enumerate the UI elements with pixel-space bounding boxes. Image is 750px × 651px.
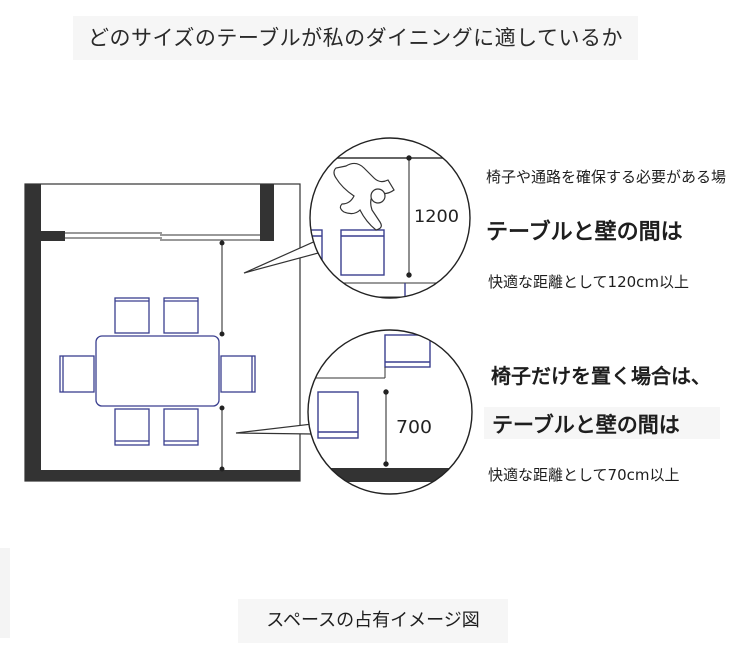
floor-plan-diagram: 1200 700	[24, 137, 473, 495]
plan-dimensions	[219, 240, 225, 472]
wall-bottom	[25, 470, 300, 481]
chair-bottom-right	[163, 408, 199, 446]
magnifier-top: 1200	[309, 137, 471, 299]
dining-set	[59, 297, 256, 446]
wall-top-right	[260, 184, 274, 241]
dimension-label-top: 1200	[414, 207, 459, 227]
annotation-bottom-heading: テーブルと壁の間は	[492, 413, 680, 437]
annotation-top-note: 椅子や通路を確保する必要がある場	[486, 168, 727, 186]
chair-top-left	[114, 297, 150, 334]
chair-bottom-left	[114, 408, 150, 446]
annotation-top-detail: 快適な距離として120cm以上	[488, 273, 690, 291]
dimension-label-bottom: 700	[396, 417, 432, 438]
magnifier-bottom: 700	[307, 329, 473, 495]
room	[24, 183, 301, 482]
annotation-bottom-note: 椅子だけを置く場合は、	[491, 364, 711, 388]
left-edge-strip	[0, 548, 10, 638]
wall-left	[25, 184, 41, 481]
caption-bg	[238, 599, 508, 643]
chair-left	[59, 355, 95, 393]
chair-right	[220, 355, 256, 393]
person-walking-icon	[333, 162, 395, 231]
page-title: どのサイズのテーブルが私のダイニングに適しているか	[73, 16, 638, 60]
annotation-top-heading: テーブルと壁の間は	[486, 220, 683, 245]
room-outline	[24, 183, 301, 482]
wall-top-left	[25, 231, 65, 241]
annotation-bottom-detail: 快適な距離として70cm以上	[488, 466, 680, 484]
dining-table	[95, 335, 220, 407]
chair-top-right	[163, 297, 199, 334]
annotation-bottom-heading-bg	[484, 407, 720, 439]
diagram-caption: スペースの占有イメージ図	[266, 610, 480, 631]
